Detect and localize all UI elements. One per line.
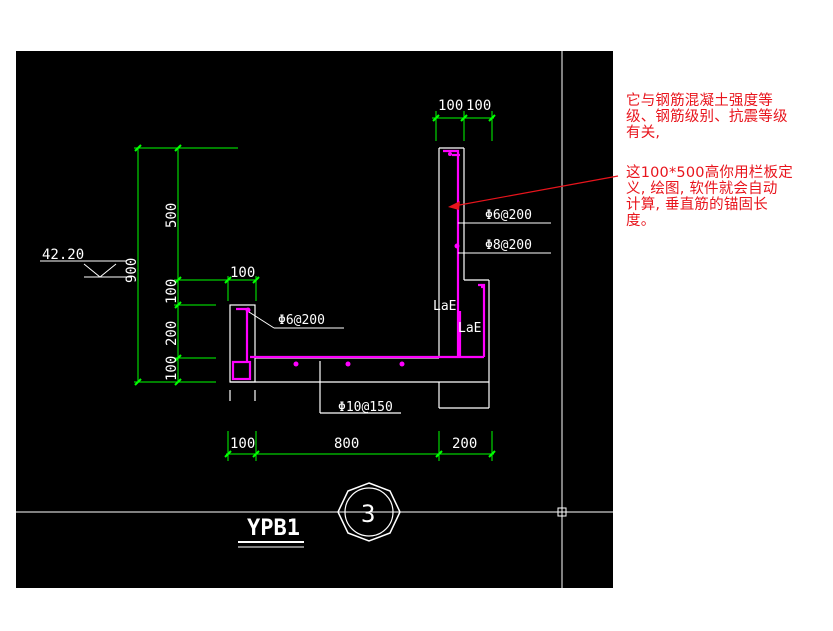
detail-number-badge xyxy=(337,482,401,542)
bottom-bar-label: Φ10@150 xyxy=(338,400,393,415)
rebar-dot xyxy=(345,361,351,367)
annotation-note-1: 它与钢筋混凝土强度等 级、钢筋级别、抗震等级 有关, xyxy=(626,93,788,141)
dim-100-lower: 100 xyxy=(164,356,180,381)
concrete-outline xyxy=(229,147,490,414)
annotation-note-2: 这100*500高你用栏板定 义, 绘图, 软件就会自动 计算, 垂直筋的锚固长… xyxy=(626,165,793,229)
stirrup-label-right: Φ6@200 xyxy=(485,208,532,223)
detail-number: 3 xyxy=(361,500,375,528)
dim-800: 800 xyxy=(334,436,359,452)
crosshair-pick-box xyxy=(557,507,567,517)
dimension-ticks xyxy=(134,114,496,458)
rebar-dot xyxy=(245,307,251,313)
rebar-dots xyxy=(245,152,460,367)
rebar-lines xyxy=(231,149,486,381)
rebar-dot xyxy=(454,243,460,249)
dim-100-pair-2: 100 xyxy=(466,98,491,114)
dim-200: 200 xyxy=(164,321,180,346)
dim-500: 500 xyxy=(164,203,180,228)
dimension-lines xyxy=(134,111,494,461)
rebar-dot xyxy=(399,361,405,367)
elevation-mark xyxy=(40,260,132,278)
cad-drawing-canvas: 500 900 100 200 100 100 100 100 100 800 … xyxy=(16,51,613,588)
stirrup-label-left: Φ6@200 xyxy=(278,313,325,328)
vertical-bar-label: Φ8@200 xyxy=(485,238,532,253)
dim-100-bottom: 100 xyxy=(230,436,255,452)
elevation-label: 42.20 xyxy=(42,247,84,263)
cad-drawing: 500 900 100 200 100 100 100 100 100 800 … xyxy=(16,51,613,588)
detail-title: YPB1 xyxy=(247,516,300,541)
rebar-dot xyxy=(293,361,299,367)
dim-200-bottom: 200 xyxy=(452,436,477,452)
dim-100-top: 100 xyxy=(230,265,255,281)
dim-900: 900 xyxy=(124,258,140,283)
dim-100-pair-1: 100 xyxy=(438,98,463,114)
dim-100-upper: 100 xyxy=(164,279,180,304)
rebar-leaders xyxy=(248,222,551,413)
rebar-dot xyxy=(448,152,452,156)
anchorage-label-2: LaE xyxy=(458,321,481,336)
anchorage-label-1: LaE xyxy=(433,299,456,314)
